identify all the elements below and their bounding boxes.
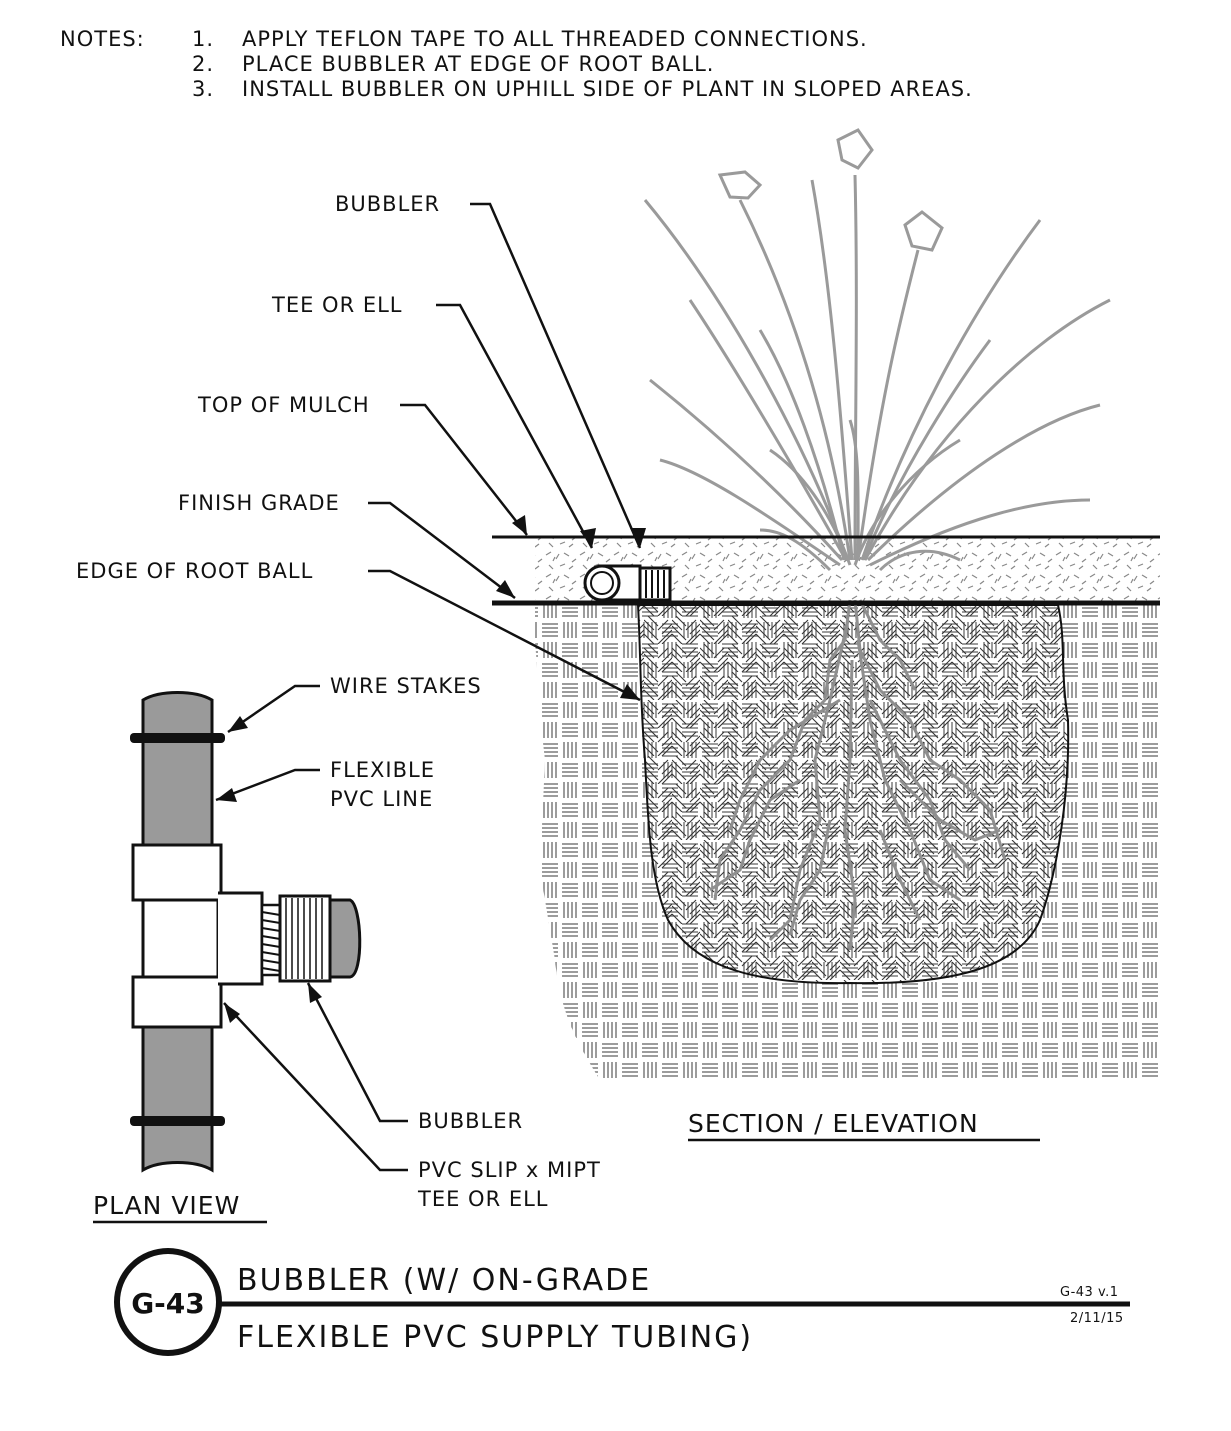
notes-block: NOTES: 1. APPLY TEFLON TAPE TO ALL THREA… — [60, 27, 973, 101]
notes-heading: NOTES: — [60, 27, 145, 51]
label-plan-tee-or-ell: TEE OR ELL — [417, 1187, 549, 1211]
root-ball — [636, 604, 1070, 985]
label-edge-of-root-ball: EDGE OF ROOT BALL — [76, 559, 313, 583]
note-text: INSTALL BUBBLER ON UPHILL SIDE OF PLANT … — [242, 77, 973, 101]
section-bubbler-assembly — [583, 564, 672, 602]
note-number: 3. — [192, 77, 214, 101]
plan-callouts: WIRE STAKES FLEXIBLE PVC LINE BUBBLER PV… — [215, 674, 601, 1211]
version-tag: G-43 v.1 — [1060, 1285, 1119, 1300]
section-callouts: BUBBLER TEE OR ELL TOP OF MULCH FINISH G… — [76, 192, 646, 702]
title-line-2: FLEXIBLE PVC SUPPLY TUBING) — [237, 1320, 753, 1355]
note-text: PLACE BUBBLER AT EDGE OF ROOT BALL. — [242, 52, 714, 76]
note-text: APPLY TEFLON TAPE TO ALL THREADED CONNEC… — [242, 27, 868, 51]
label-pvc-line: PVC LINE — [330, 787, 433, 811]
label-tee-or-ell: TEE OR ELL — [271, 293, 403, 317]
title-line-1: BUBBLER (W/ ON-GRADE — [237, 1263, 651, 1298]
label-plan-bubbler: BUBBLER — [418, 1109, 523, 1133]
plan-view-assembly — [130, 691, 362, 1173]
plant-foliage — [643, 174, 1111, 572]
plant-flowers — [717, 128, 944, 252]
plan-view-title: PLAN VIEW — [93, 1191, 240, 1220]
note-number: 2. — [192, 52, 214, 76]
label-flexible: FLEXIBLE — [330, 758, 435, 782]
label-top-of-mulch: TOP OF MULCH — [197, 393, 370, 417]
label-bubbler: BUBBLER — [335, 192, 440, 216]
note-number: 1. — [192, 27, 214, 51]
revision-date: 2/11/15 — [1070, 1311, 1124, 1326]
plant-roots — [709, 599, 1007, 951]
label-wire-stakes: WIRE STAKES — [330, 674, 482, 698]
label-finish-grade: FINISH GRADE — [178, 491, 340, 515]
title-block: G-43 BUBBLER (W/ ON-GRADE FLEXIBLE PVC S… — [114, 1248, 1130, 1356]
detail-badge: G-43 — [131, 1287, 205, 1320]
section-view-title: SECTION / ELEVATION — [688, 1109, 979, 1138]
label-pvc-slip-mipt: PVC SLIP x MIPT — [418, 1158, 601, 1182]
